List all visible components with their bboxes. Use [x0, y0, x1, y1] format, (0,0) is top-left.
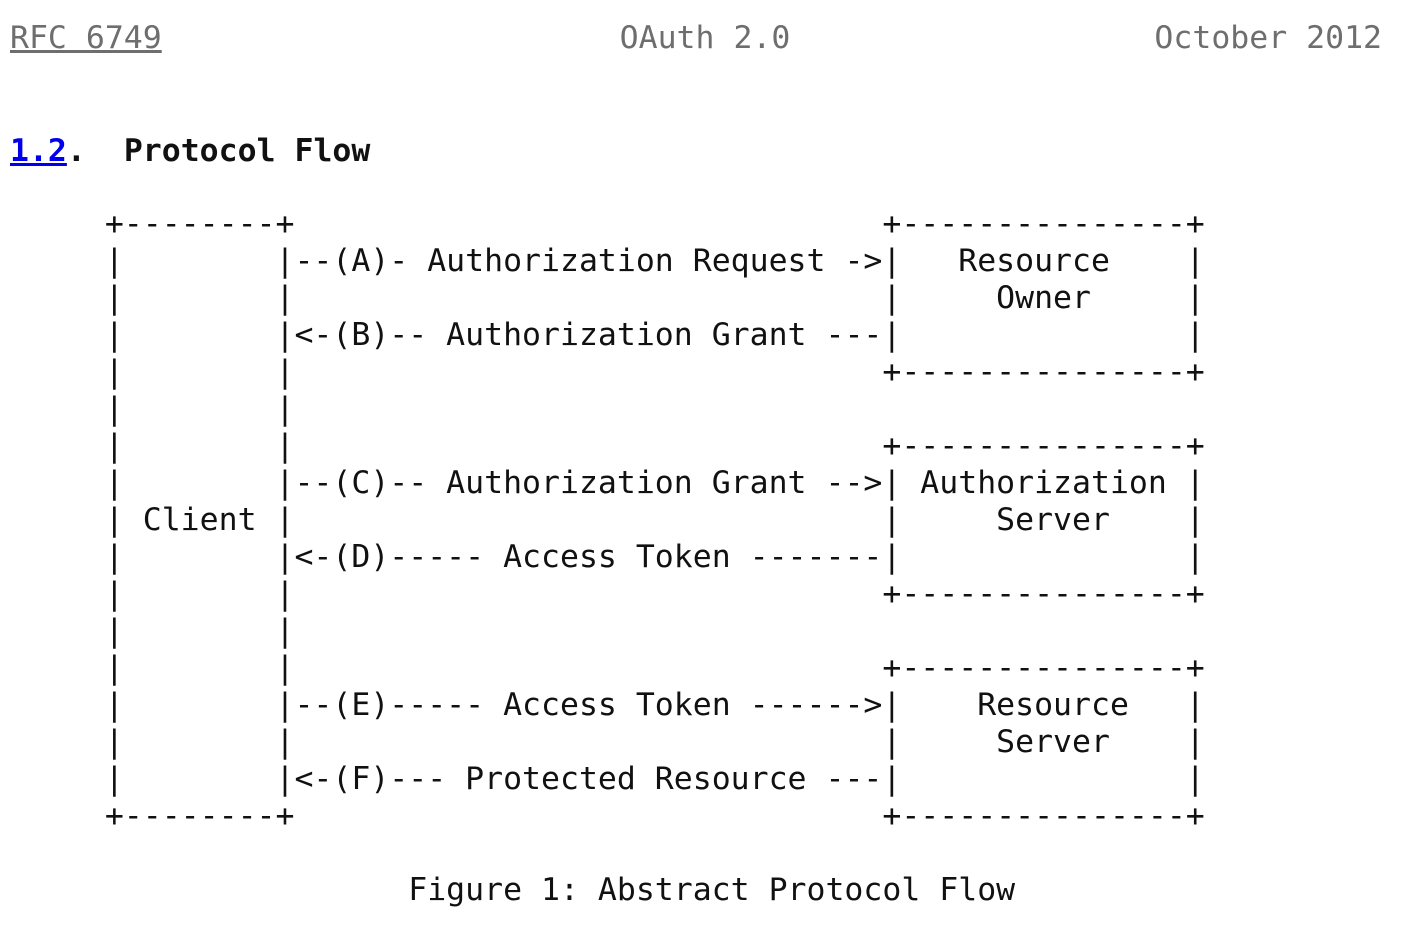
rfc-number-link[interactable]: RFC 6749: [10, 20, 162, 56]
document-header: RFC 6749 OAuth 2.0 October 2012: [10, 20, 1400, 57]
section-number-link[interactable]: 1.2: [10, 133, 67, 169]
figure-caption: Figure 1: Abstract Protocol Flow: [408, 872, 1016, 908]
section-heading: 1.2. Protocol Flow: [10, 133, 1400, 170]
document-date: October 2012: [1154, 20, 1382, 56]
document-title: OAuth 2.0: [619, 20, 791, 56]
protocol-flow-ascii-diagram: +--------+ +---------------+ | |--(A)- A…: [104, 206, 1205, 834]
section-heading-separator: .: [66, 133, 124, 169]
section-title: Protocol Flow: [123, 133, 371, 169]
